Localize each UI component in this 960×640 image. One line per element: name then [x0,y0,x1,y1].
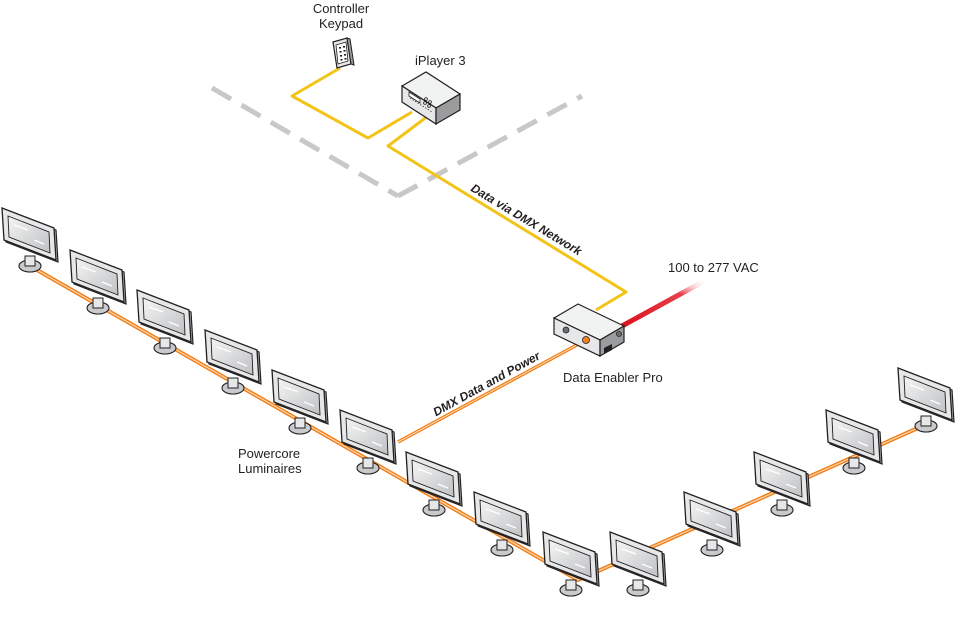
luminaire-icon [405,451,463,517]
voltage-label: 100 to 277 VAC [668,260,759,275]
luminaire-icon [825,409,883,475]
luminaire-icon [753,451,811,517]
luminaire-icon [897,367,955,433]
luminaire-icon [542,531,600,597]
luminaires-label-line1: Powercore [238,446,301,461]
luminaire-icon [609,531,667,597]
network-boundary [210,85,584,199]
luminaire-icon [683,491,741,557]
keypad-label-line1: Controller [312,1,370,16]
enabler-label: Data Enabler Pro [563,370,663,385]
luminaire-icon [69,249,127,315]
ac-power-line [620,277,708,329]
iplayer-label: iPlayer 3 [415,53,466,68]
luminaire-icon [473,491,531,557]
luminaire-icon [204,329,262,395]
powercore-luminaires [1,207,955,597]
luminaire-icon [1,207,59,273]
luminaires-label: Powercore Luminaires [238,446,302,476]
luminaire-icon [136,289,194,355]
keypad-cable [290,66,413,140]
keypad-label-line2: Keypad [318,16,364,31]
luminaire-icon [271,369,329,435]
controller-keypad-icon [332,37,355,69]
luminaires-label-line2: Luminaires [238,461,302,476]
keypad-label: Controller Keypad [306,1,376,31]
dmx-data-lines [290,66,628,312]
luminaire-icon [339,409,397,475]
iplayer-device-icon [400,71,462,126]
dmx-network-cable [386,114,628,312]
data-enabler-pro-icon [552,303,626,358]
